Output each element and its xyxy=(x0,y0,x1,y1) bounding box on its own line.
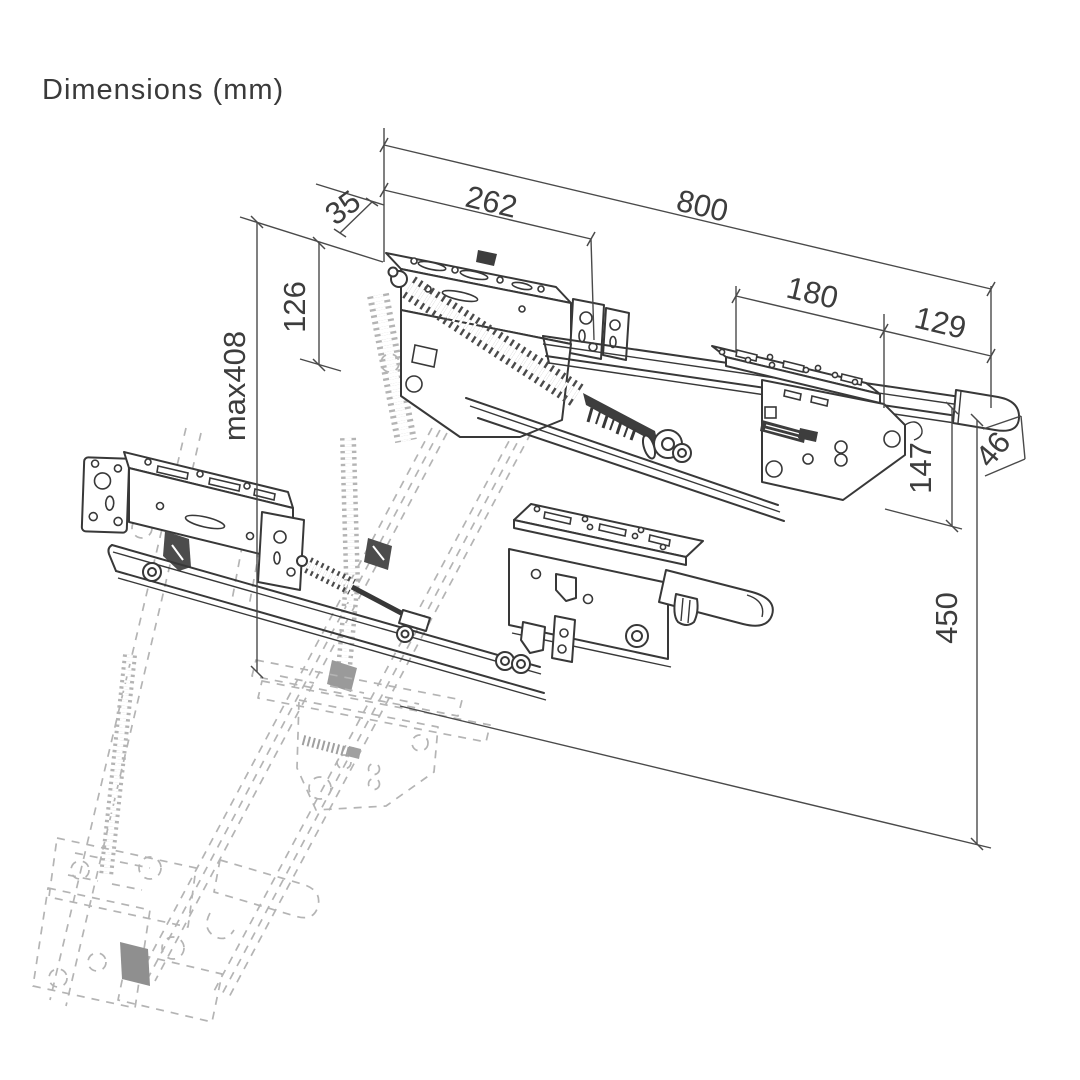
ghost-bracket xyxy=(296,699,439,811)
ghost-spring-hook xyxy=(327,660,357,692)
adjustment-scale-ticks xyxy=(586,407,637,441)
ghost-hole xyxy=(367,777,381,791)
dim-line-35 xyxy=(339,201,373,234)
dimension-annotations: 800 262 35 126 max408 180 129 147 46 450 xyxy=(217,128,1026,851)
dim-147-label: 147 xyxy=(903,442,938,494)
gusset-square-hole xyxy=(411,344,438,368)
ext-line-oblique xyxy=(315,183,385,206)
ghost-hole xyxy=(336,754,352,770)
left-wall-plate xyxy=(80,456,131,534)
mounting-plate xyxy=(711,345,881,404)
ext-line-oblique xyxy=(982,415,1022,430)
ghost-hole xyxy=(87,952,107,972)
ghost-arm-band xyxy=(336,437,361,669)
spring-rod xyxy=(583,393,658,444)
extension-spring xyxy=(387,266,585,407)
ghost-tab xyxy=(205,912,235,940)
ghost-hole xyxy=(308,776,332,800)
extended-rail xyxy=(465,397,785,522)
ghost-top-plate xyxy=(251,659,463,717)
end-cap-edge xyxy=(957,390,962,424)
dim-262-label: 262 xyxy=(462,179,520,225)
roller-hub xyxy=(661,437,675,451)
ghost-arm-band-core xyxy=(340,437,356,669)
ghost-pulley xyxy=(380,353,400,373)
leader-line xyxy=(399,705,992,849)
dim-450-label: 450 xyxy=(929,592,964,644)
mid-bracket-plate xyxy=(257,511,305,591)
ghost-mid-plate xyxy=(257,680,491,743)
gusset-plate xyxy=(400,309,572,438)
ghost-bolt-tip xyxy=(347,746,361,759)
ghost-housing xyxy=(48,837,197,928)
dim-line-800 xyxy=(383,144,992,290)
ghost-hole xyxy=(70,860,90,880)
upper-assembly xyxy=(385,250,1021,522)
dim-126-label: 126 xyxy=(277,281,312,333)
ghost-rail xyxy=(139,427,433,976)
lower-spring xyxy=(296,555,431,632)
ghost-hole xyxy=(411,734,429,752)
housing-clip xyxy=(476,250,497,266)
dim-35-label: 35 xyxy=(318,183,367,232)
dim-800-label: 800 xyxy=(673,183,731,229)
lower-rail xyxy=(107,544,547,701)
lower-assembly xyxy=(80,451,774,701)
roller-nut-hub xyxy=(677,448,687,458)
ghost-rail xyxy=(212,427,517,994)
ghost-spring-bolt xyxy=(301,735,350,757)
handle-bar xyxy=(658,569,774,627)
ext-line xyxy=(590,238,595,341)
ghost-rail xyxy=(147,429,441,979)
ghost-spring-core xyxy=(373,294,411,442)
ghost-rail xyxy=(154,432,448,982)
gusset-hole xyxy=(405,375,423,393)
ghost-rivet xyxy=(48,968,68,988)
ghost-foot-plate xyxy=(117,951,223,1023)
wall-bracket-rear xyxy=(602,307,630,361)
ext-line-oblique xyxy=(239,216,384,263)
housing-slots xyxy=(410,257,545,313)
ghost-plate-slots xyxy=(279,675,420,705)
ghost-handle-bar xyxy=(213,859,320,919)
spring-anchor-clip xyxy=(364,538,392,570)
dim-ticks xyxy=(250,137,996,851)
lower-housing-slots xyxy=(144,458,276,541)
ext-line-oblique xyxy=(884,508,963,530)
ghost-clip xyxy=(120,942,150,986)
ghost-rivet xyxy=(138,856,162,880)
ghost-hole xyxy=(367,762,381,776)
rail-end-cap xyxy=(952,389,1021,432)
dim-46-label: 46 xyxy=(968,425,1017,474)
ghost-rivet xyxy=(161,936,185,960)
ghost-lowered-assembly xyxy=(32,292,532,1023)
ghost-rail xyxy=(220,429,525,997)
ext-line-oblique xyxy=(984,458,1026,477)
page-title: Dimensions (mm) xyxy=(42,74,285,106)
dim-line-180-129 xyxy=(735,295,992,357)
dim-line-46 xyxy=(1020,415,1026,460)
ghost-housing-slots xyxy=(67,852,151,891)
dim-max408-label: max408 xyxy=(217,331,252,441)
carriage-bracket xyxy=(760,379,923,501)
right-housing xyxy=(508,503,704,674)
dim-line-262 xyxy=(383,189,592,240)
ghost-left-spring-core xyxy=(103,654,133,877)
ext-line-oblique xyxy=(299,358,342,372)
